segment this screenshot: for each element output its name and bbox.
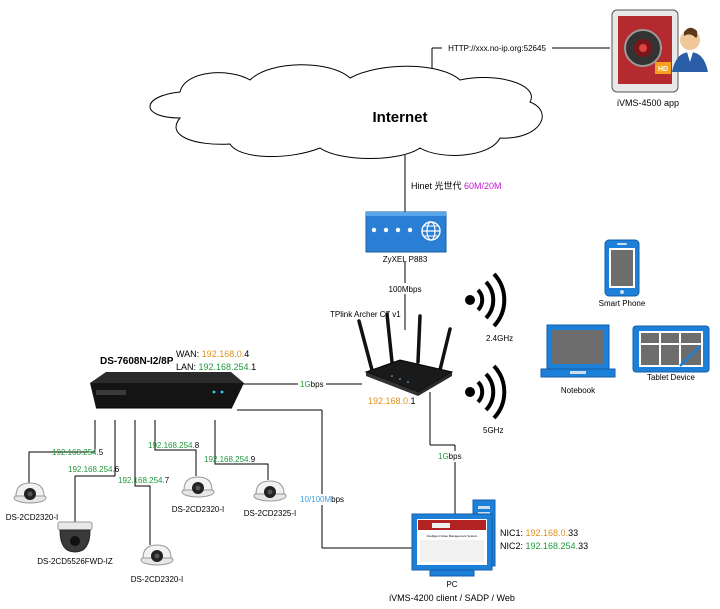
pc-device: Intelligent Video Management System PC i…: [389, 499, 588, 603]
wire-cam-7: [134, 420, 151, 545]
notebook-label: Notebook: [561, 386, 596, 395]
pc-screen-title: Intelligent Video Management System: [427, 534, 478, 538]
internet-label: Internet: [372, 109, 427, 126]
wifi-24ghz-icon: [465, 272, 507, 328]
camera-ip: 192.168.254.5: [52, 448, 104, 457]
pc-nic1-ip: NIC1: 192.168.0.33: [500, 528, 578, 538]
router-antenna: [357, 319, 374, 372]
notebook-device: Notebook: [540, 324, 616, 395]
pc-nic2-ip: NIC2: 192.168.254.33: [500, 541, 588, 551]
wifi-band-5-label: 5GHz: [483, 426, 503, 435]
router-device: TPlink Archer C7 v1 192.168.0.1: [330, 310, 454, 406]
user-avatar-icon: [672, 27, 708, 72]
tablet-label: Tablet Device: [647, 373, 696, 382]
pc-caption: iVMS-4200 client / SADP / Web: [389, 593, 515, 603]
turret-camera: DS-2CD2320-I: [6, 482, 58, 522]
wifi-band-24-label: 2.4GHz: [486, 334, 513, 343]
smart-phone-label: Smart Phone: [599, 299, 646, 308]
isp-label: Hinet 光世代 60M/20M: [411, 180, 502, 191]
router-antenna: [416, 314, 422, 364]
pc-label: PC: [446, 580, 457, 589]
router-ip: 192.168.0.1: [368, 396, 416, 406]
wire-cam-9: [214, 420, 269, 480]
camera-model: DS-2CD5526FWD-IZ: [37, 557, 113, 566]
nvr-pc-speed: 10/100Mbps: [300, 495, 344, 504]
wifi-5ghz-icon: [465, 364, 507, 420]
smart-phone-device: Smart Phone: [599, 239, 646, 308]
globe-icon: [421, 221, 441, 241]
app-hd-badge: HD: [658, 66, 668, 73]
camera-ip: 192.168.254.9: [204, 455, 256, 464]
connection-lines: [28, 47, 610, 549]
app-url-label: HTTP://xxx.no-ip.org:52645: [448, 44, 546, 53]
mobile-app-device: HD iVMS-4500 app: [611, 9, 708, 108]
nvr-device: DS-7608N-I2/8P WAN: 192.168.0.4 LAN: 192…: [90, 349, 256, 409]
nvr-wan-ip: WAN: 192.168.0.4: [176, 349, 249, 359]
nvr-label: DS-7608N-I2/8P: [100, 356, 174, 367]
nvr-lan-ip: LAN: 192.168.254.1: [176, 362, 256, 372]
camera-model: DS-2CD2320-I: [6, 513, 58, 522]
stylus-icon: [679, 345, 701, 367]
wire-cam-8: [154, 420, 197, 476]
modem-link-speed: 100Mbps: [389, 285, 422, 294]
camera-model: DS-2CD2320-I: [172, 505, 224, 514]
camera-ip: 192.168.254.8: [148, 441, 200, 450]
camera-ip: 192.168.254.7: [118, 476, 170, 485]
router-antenna: [438, 327, 452, 372]
turret-camera: DS-2CD2325-I: [244, 480, 296, 518]
modem-label: ZyXEL P883: [383, 255, 428, 264]
turret-camera: DS-2CD2320-I: [131, 544, 183, 584]
tablet-device: Tablet Device: [632, 325, 710, 382]
modem-device: ZyXEL P883: [365, 211, 447, 264]
internet-cloud: Internet: [149, 64, 543, 159]
camera-lens-icon: [70, 536, 80, 546]
wire-cam-5: [28, 420, 96, 483]
router-label: TPlink Archer C7 v1: [330, 310, 401, 319]
router-antenna: [385, 312, 394, 364]
camera-ip: 192.168.254.6: [68, 465, 120, 474]
turret-camera: DS-2CD2320-I: [172, 476, 224, 514]
camera-model: DS-2CD2325-I: [244, 509, 296, 518]
router-pc-speed: 1Gbps: [438, 452, 462, 461]
dome-camera: DS-2CD5526FWD-IZ: [37, 521, 113, 566]
camera-model: DS-2CD2320-I: [131, 575, 183, 584]
app-caption: iVMS-4500 app: [617, 98, 679, 108]
nvr-router-speed: 1Gbps: [300, 380, 324, 389]
